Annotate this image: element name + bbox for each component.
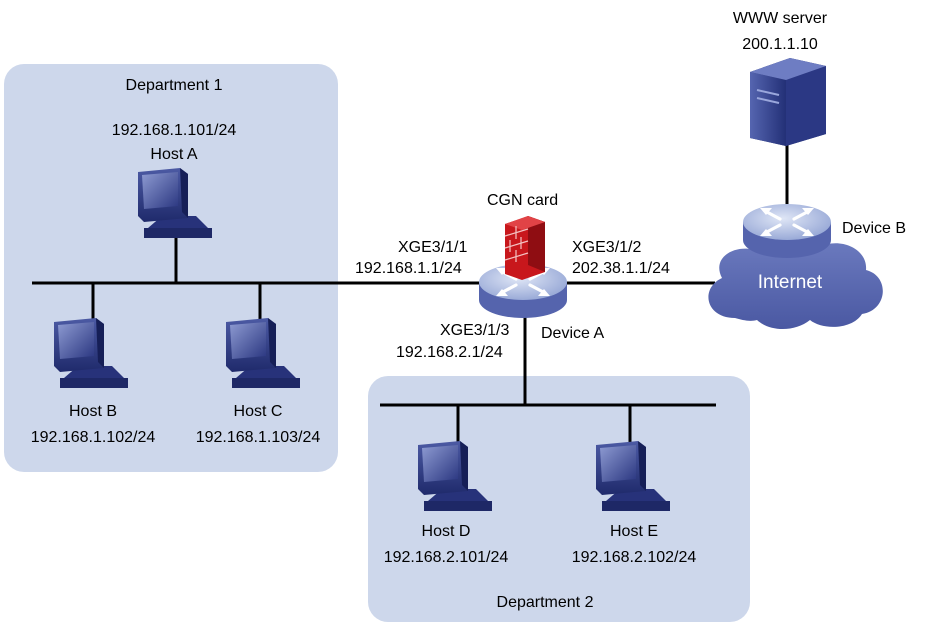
department-1-title: Department 1: [126, 77, 223, 94]
server-name-label: WWW server: [733, 10, 828, 27]
host-b-ip: 192.168.1.102/24: [31, 429, 156, 446]
department-2-title: Department 2: [497, 594, 594, 611]
internet-label: Internet: [758, 272, 823, 293]
host-e-ip: 192.168.2.102/24: [572, 549, 697, 566]
port-xge2-name: XGE3/1/2: [572, 239, 641, 256]
port-xge2-ip: 202.38.1.1/24: [572, 260, 670, 277]
port-xge1-ip: 192.168.1.1/24: [355, 260, 462, 277]
device-b-label: Device B: [842, 220, 906, 237]
server-ip-label: 200.1.1.10: [742, 36, 818, 53]
host-d-name: Host D: [422, 523, 471, 540]
host-b-name: Host B: [69, 403, 117, 420]
host-a-ip: 192.168.1.101/24: [112, 122, 237, 139]
cloud-icon: [708, 235, 883, 329]
host-a-name: Host A: [150, 146, 197, 163]
router-icon: [741, 202, 833, 260]
host-c-name: Host C: [234, 403, 283, 420]
host-e-name: Host E: [610, 523, 658, 540]
device-a-label: Device A: [541, 325, 604, 342]
port-xge3-name: XGE3/1/3: [440, 322, 509, 339]
cgn-card-label: CGN card: [487, 192, 558, 209]
server-icon: [750, 58, 826, 146]
port-xge1-name: XGE3/1/1: [398, 239, 467, 256]
department-2-area: [368, 376, 750, 622]
firewall-icon: [504, 216, 545, 280]
host-d-ip: 192.168.2.101/24: [384, 549, 509, 566]
port-xge3-ip: 192.168.2.1/24: [396, 344, 503, 361]
host-c-ip: 192.168.1.103/24: [196, 429, 321, 446]
